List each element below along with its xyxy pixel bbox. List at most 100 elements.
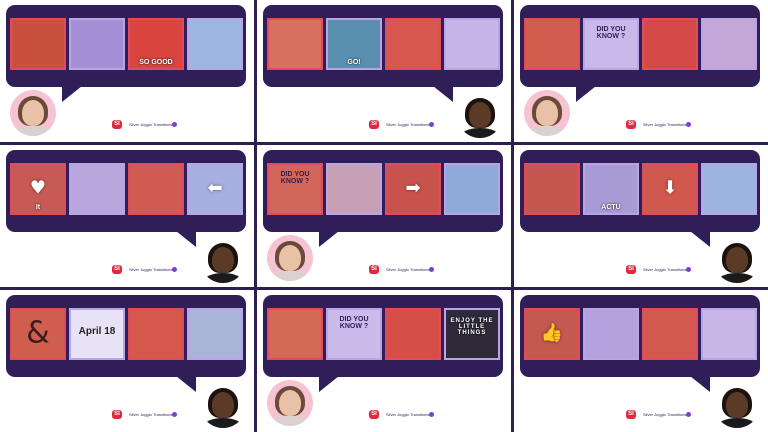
face-shape	[469, 102, 491, 128]
thumbnail[interactable]	[642, 18, 698, 70]
thumbnail-strip: ♥It ⬅	[10, 163, 243, 215]
thumbnail[interactable]: ⬅	[187, 163, 243, 215]
thumbnail[interactable]	[444, 18, 500, 70]
thumbnail[interactable]	[642, 308, 698, 360]
did-you-know-icon	[328, 310, 380, 358]
travel-flag-icon	[189, 20, 241, 68]
thumbnail[interactable]	[583, 308, 639, 360]
thumbnail[interactable]	[267, 18, 323, 70]
thumbnail-caption: DID YOU KNOW ?	[280, 171, 310, 185]
thumbnail[interactable]	[267, 308, 323, 360]
brand-logo-text: Silver Jugglo Transitions	[386, 267, 430, 272]
thumbnail[interactable]	[701, 308, 757, 360]
thumbnail[interactable]	[69, 18, 125, 70]
harbour-bridge-icon	[189, 310, 241, 358]
thumbnail[interactable]	[701, 18, 757, 70]
brand-logo-text: Silver Jugglo Transitions	[129, 267, 173, 272]
thumbnail[interactable]	[128, 163, 184, 215]
thumbnail-caption: ENJOY THE LITTLE THINGS	[450, 318, 494, 336]
thumbnail[interactable]	[524, 163, 580, 215]
thumbnail[interactable]: ➡	[385, 163, 441, 215]
thumbnail[interactable]	[326, 163, 382, 215]
goggles-man-icon	[269, 310, 321, 358]
thumbnail[interactable]: ACTU	[583, 163, 639, 215]
speech-bubble-tail	[176, 231, 196, 247]
brand-logo-mark: SI	[626, 410, 636, 419]
woman-portrait-icon	[585, 310, 637, 358]
face-shape	[726, 392, 748, 418]
thumbnail[interactable]: &	[10, 308, 66, 360]
logo-dot-icon	[172, 267, 178, 272]
brand-logo-mark: SI	[626, 265, 636, 274]
thumbnail-strip: &April 18	[10, 308, 243, 360]
pointing-hand-icon	[328, 165, 380, 213]
thumbnail[interactable]	[10, 18, 66, 70]
thumbnail[interactable]	[385, 308, 441, 360]
thumbnail[interactable]	[385, 18, 441, 70]
brand-logo-text: Silver Jugglo Transitions	[129, 122, 173, 127]
thumbnail[interactable]	[701, 163, 757, 215]
body-shape	[460, 128, 500, 138]
thumbnail[interactable]	[128, 308, 184, 360]
brand-logo-mark: SI	[112, 120, 122, 129]
brand-logo-mark: SI	[112, 410, 122, 419]
friends-group-icon	[703, 310, 755, 358]
pointing-hand-icon	[387, 310, 439, 358]
brand-logo-text: Silver Jugglo Transitions	[129, 412, 173, 417]
thumbnail-strip: DID YOU KNOW ?	[524, 18, 757, 70]
thumbnail-caption: SO GOOD	[139, 59, 173, 66]
thumbnail-caption: ACTU	[601, 204, 621, 211]
thumbnail[interactable]: DID YOU KNOW ?	[267, 163, 323, 215]
thumbnail[interactable]	[69, 163, 125, 215]
thumbs-up-icon	[526, 310, 578, 358]
body-shape	[270, 271, 310, 281]
thumbnail[interactable]	[187, 308, 243, 360]
whale-icon	[446, 165, 498, 213]
thumbnail[interactable]: April 18	[69, 308, 125, 360]
logo-dot-icon	[686, 122, 692, 127]
opera-house-icon	[387, 20, 439, 68]
presenter-man-avatar	[714, 237, 760, 283]
thumbnail[interactable]: GO!	[326, 18, 382, 70]
thumbnail-strip: DID YOU KNOW ? ENJOY THE LITTLE THINGS	[267, 308, 500, 360]
thumbnail[interactable]	[524, 18, 580, 70]
logo-dot-icon	[172, 412, 178, 417]
heart-sign-icon	[12, 165, 64, 213]
logo-dot-icon	[429, 267, 435, 272]
face-shape	[536, 100, 558, 126]
speech-bubble-tail	[62, 86, 82, 102]
thumbnail[interactable]	[187, 18, 243, 70]
thumbnail[interactable]: SO GOOD	[128, 18, 184, 70]
thumbnail[interactable]: DID YOU KNOW ?	[583, 18, 639, 70]
dancers-icon	[644, 310, 696, 358]
thumbnail[interactable]: ⬇	[642, 163, 698, 215]
presenter-woman-avatar	[267, 235, 313, 281]
thumbnail-caption: GO!	[347, 59, 361, 66]
speech-bubble-tail	[690, 231, 710, 247]
brand-logo: SI Silver Jugglo Transitions	[112, 120, 178, 129]
thumbnail[interactable]	[444, 163, 500, 215]
presenter-man-avatar	[714, 382, 760, 428]
brand-logo: SI Silver Jugglo Transitions	[112, 410, 178, 419]
speech-bubble-tail	[576, 86, 596, 102]
body-shape	[203, 418, 243, 428]
preview-panel[interactable]: &April 18 SI Silver Jugglo Transitions	[0, 290, 254, 432]
thumbnail[interactable]: DID YOU KNOW ?	[326, 308, 382, 360]
pool-icon	[703, 165, 755, 213]
thumbnail[interactable]: 👍	[524, 308, 580, 360]
thumbnail[interactable]: ♥It	[10, 163, 66, 215]
man-portrait-icon	[12, 20, 64, 68]
thumbnail[interactable]: ENJOY THE LITTLE THINGS	[444, 308, 500, 360]
man-smiling-icon	[526, 165, 578, 213]
preview-panel[interactable]: SO GOOD SI Silver Jugglo Transitions	[0, 0, 254, 142]
body-shape	[717, 273, 757, 283]
